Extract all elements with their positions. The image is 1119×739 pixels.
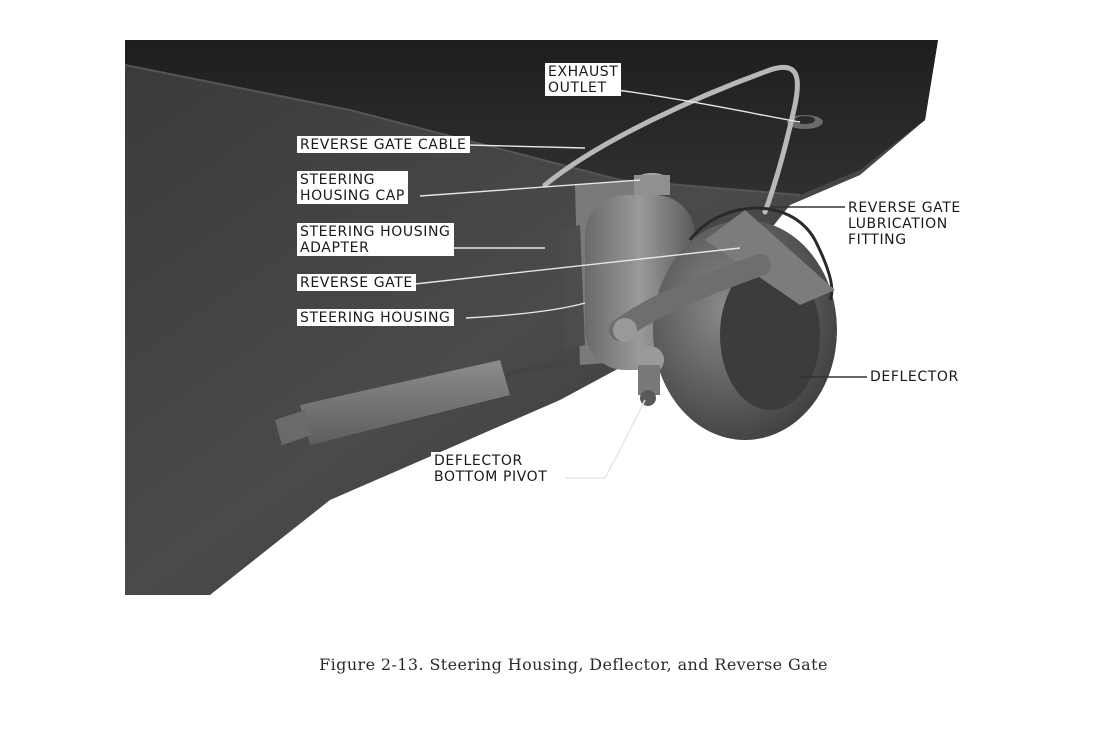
zinc-anode (275, 359, 566, 445)
reverse-gate-cable (542, 65, 800, 215)
figure-caption: Figure 2-13. Steering Housing, Deflector… (319, 655, 828, 674)
reverse-gate (609, 210, 835, 342)
label-exhaust-outlet: EXHAUST OUTLET (545, 63, 622, 96)
label-reverse-gate-lubrication-fitting: REVERSE GATE LUBRICATION FITTING (848, 200, 961, 248)
label-steering-housing-cap: STEERING HOUSING CAP (297, 171, 408, 204)
callout-leader-lines-right (770, 206, 867, 378)
label-reverse-gate: REVERSE GATE (297, 274, 416, 291)
callout-leader-lines (368, 89, 801, 479)
label-deflector-bottom-pivot: DEFLECTOR BOTTOM PIVOT (431, 452, 551, 485)
label-steering-housing: STEERING HOUSING (297, 309, 454, 326)
label-deflector: DEFLECTOR (870, 369, 959, 385)
label-reverse-gate-cable: REVERSE GATE CABLE (297, 136, 470, 153)
deflector-bottom-pivot (636, 346, 664, 406)
label-steering-housing-adapter: STEERING HOUSING ADAPTER (297, 223, 454, 256)
